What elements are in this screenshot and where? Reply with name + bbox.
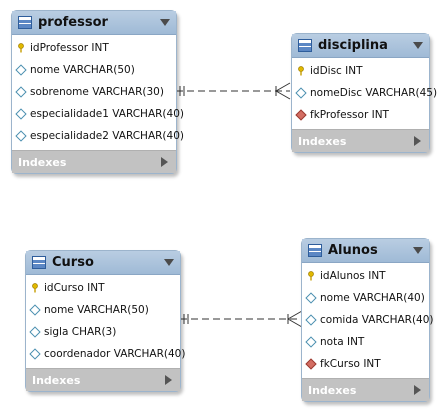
column-diamond-icon <box>15 86 27 98</box>
column-list: idAlunos INT nome VARCHAR(40) comida VAR… <box>302 263 434 378</box>
column-row[interactable]: fkCurso INT <box>302 353 429 375</box>
key-icon <box>30 283 40 293</box>
table-header[interactable]: disciplina <box>292 34 429 58</box>
relationship-professor-disciplina <box>176 82 291 100</box>
column-diamond-icon <box>15 64 27 76</box>
column-list: idDisc INT nomeDisc VARCHAR(45) fkProfes… <box>292 58 437 129</box>
foreign-key-icon <box>295 109 307 121</box>
table-icon <box>308 244 322 257</box>
table-professor[interactable]: professor idProfessor INT nome VARCHAR(5… <box>11 10 184 174</box>
table-icon <box>18 16 32 29</box>
column-text: sobrenome VARCHAR(30) <box>30 86 164 98</box>
expand-arrow-icon[interactable] <box>414 136 421 146</box>
column-diamond-icon <box>15 108 27 120</box>
table-header[interactable]: Alunos <box>302 239 429 263</box>
column-diamond-icon <box>305 336 317 348</box>
column-row[interactable]: idProfessor INT <box>12 37 176 59</box>
column-row[interactable]: especialidade1 VARCHAR(40) <box>12 103 184 125</box>
column-row[interactable]: sobrenome VARCHAR(30) <box>12 81 176 103</box>
column-text: fkProfessor INT <box>310 109 389 121</box>
column-diamond-icon <box>305 292 317 304</box>
column-text: coordenador VARCHAR(40) <box>44 348 186 360</box>
expand-arrow-icon[interactable] <box>414 385 421 395</box>
column-list: idProfessor INT nome VARCHAR(50) sobreno… <box>12 35 184 150</box>
column-row[interactable]: nota INT <box>302 331 429 353</box>
column-text: idAlunos INT <box>320 270 386 282</box>
column-text: sigla CHAR(3) <box>44 326 117 338</box>
column-row[interactable]: idAlunos INT <box>302 265 429 287</box>
expand-arrow-icon[interactable] <box>161 157 168 167</box>
key-icon <box>16 43 26 53</box>
column-text: idProfessor INT <box>30 42 109 54</box>
column-row[interactable]: idCurso INT <box>26 277 180 299</box>
table-alunos[interactable]: Alunos idAlunos INT nome VARCHAR(40) com… <box>301 238 434 402</box>
chevron-down-icon[interactable] <box>413 247 423 254</box>
column-row[interactable]: coordenador VARCHAR(40) <box>26 343 185 365</box>
column-row[interactable]: idDisc INT <box>292 60 429 82</box>
indexes-label: Indexes <box>308 383 357 397</box>
column-row[interactable]: fkProfessor INT <box>292 104 429 126</box>
column-row[interactable]: comida VARCHAR(40) <box>302 309 434 331</box>
column-row[interactable]: especialidade2 VARCHAR(40) <box>12 125 184 147</box>
indexes-bar[interactable]: Indexes <box>26 368 180 391</box>
column-text: comida VARCHAR(40) <box>320 314 434 326</box>
column-diamond-icon <box>29 326 41 338</box>
column-text: especialidade2 VARCHAR(40) <box>30 130 184 142</box>
column-text: nome VARCHAR(50) <box>30 64 135 76</box>
foreign-key-icon <box>305 358 317 370</box>
indexes-bar[interactable]: Indexes <box>292 129 429 152</box>
expand-arrow-icon[interactable] <box>165 375 172 385</box>
column-text: fkCurso INT <box>320 358 381 370</box>
column-row[interactable]: nomeDisc VARCHAR(45) <box>292 82 437 104</box>
indexes-label: Indexes <box>298 134 347 148</box>
column-diamond-icon <box>29 348 41 360</box>
chevron-down-icon[interactable] <box>413 42 423 49</box>
indexes-label: Indexes <box>18 155 67 169</box>
key-icon <box>306 271 316 281</box>
column-text: nome VARCHAR(50) <box>44 304 149 316</box>
indexes-bar[interactable]: Indexes <box>302 378 429 401</box>
table-header[interactable]: professor <box>12 11 176 35</box>
column-text: nota INT <box>320 336 365 348</box>
chevron-down-icon[interactable] <box>160 19 170 26</box>
column-text: especialidade1 VARCHAR(40) <box>30 108 184 120</box>
relationship-curso-alunos <box>180 310 303 328</box>
table-icon <box>298 39 312 52</box>
table-title: Curso <box>52 255 94 270</box>
column-row[interactable]: sigla CHAR(3) <box>26 321 180 343</box>
table-title: Alunos <box>328 243 378 258</box>
column-diamond-icon <box>295 87 307 99</box>
column-diamond-icon <box>15 130 27 142</box>
table-curso[interactable]: Curso idCurso INT nome VARCHAR(50) sigla… <box>25 250 185 392</box>
table-title: disciplina <box>318 38 388 53</box>
column-text: idDisc INT <box>310 65 363 77</box>
chevron-down-icon[interactable] <box>164 259 174 266</box>
table-icon <box>32 256 46 269</box>
column-list: idCurso INT nome VARCHAR(50) sigla CHAR(… <box>26 275 185 368</box>
column-row[interactable]: nome VARCHAR(40) <box>302 287 429 309</box>
column-row[interactable]: nome VARCHAR(50) <box>26 299 180 321</box>
column-text: nomeDisc VARCHAR(45) <box>310 87 438 99</box>
column-text: idCurso INT <box>44 282 105 294</box>
column-diamond-icon <box>29 304 41 316</box>
table-header[interactable]: Curso <box>26 251 180 275</box>
indexes-bar[interactable]: Indexes <box>12 150 176 173</box>
column-row[interactable]: nome VARCHAR(50) <box>12 59 176 81</box>
column-text: nome VARCHAR(40) <box>320 292 425 304</box>
indexes-label: Indexes <box>32 373 81 387</box>
key-icon <box>296 66 306 76</box>
table-title: professor <box>38 15 108 30</box>
column-diamond-icon <box>305 314 317 326</box>
table-disciplina[interactable]: disciplina idDisc INT nomeDisc VARCHAR(4… <box>291 33 437 153</box>
